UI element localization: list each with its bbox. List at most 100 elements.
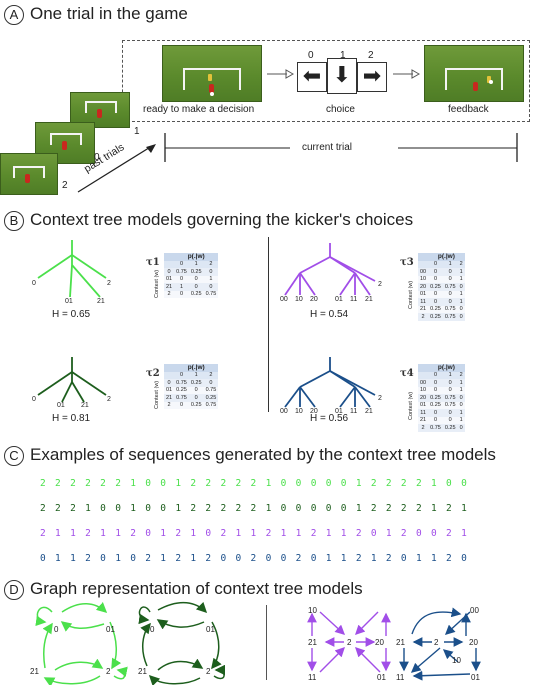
context-cell: 11: [418, 298, 429, 306]
probability-cell: 0.75: [442, 283, 458, 291]
context-cell: 21: [418, 416, 429, 424]
column-label: 0: [428, 371, 443, 379]
flow-arrow-1: [267, 69, 295, 79]
section-d-title: Graph representation of context tree mod…: [30, 579, 363, 598]
g1-node-2: 2: [106, 667, 111, 676]
t3-leaf-20: 20: [310, 296, 318, 303]
column-label: 0: [174, 371, 189, 379]
probability-cell: 0: [174, 290, 189, 298]
probability-cell: 0: [428, 290, 443, 298]
probability-cell: 0.75: [203, 386, 219, 394]
feedback-label: feedback: [448, 104, 489, 115]
context-cell: 01: [418, 290, 429, 298]
g4-node-11: 11: [396, 673, 405, 682]
probability-cell: 0.75: [174, 379, 189, 387]
context-cell: 01: [418, 401, 429, 409]
context-axis-label: Context (w): [408, 392, 414, 421]
g3-node-10: 10: [308, 606, 317, 615]
section-b-title: Context tree models governing the kicker…: [30, 210, 414, 229]
probability-cell: 0: [442, 275, 458, 283]
context-cell: 20: [418, 283, 429, 291]
column-label: 0: [174, 260, 189, 268]
probability-cell: 0: [457, 305, 465, 313]
t1-leaf-21: 21: [97, 298, 105, 305]
probability-cell: 0: [457, 394, 465, 402]
probability-cell: 0: [442, 268, 458, 276]
probability-cell: 0: [442, 386, 458, 394]
section-c-badge: C: [4, 446, 24, 466]
entropy-tau2: H = 0.81: [52, 413, 91, 424]
column-label: 1: [188, 371, 204, 379]
probability-cell: 0: [442, 379, 458, 387]
probability-cell: 0.75: [203, 401, 219, 409]
context-cell: 2: [418, 313, 429, 321]
current-trial-bracket: [164, 133, 518, 162]
context-cell: 2: [164, 290, 175, 298]
probability-cell: 0: [428, 416, 443, 424]
probability-cell: 0: [457, 424, 465, 432]
g3-node-01: 01: [377, 673, 386, 682]
g4-node-21: 21: [396, 638, 405, 647]
choice-number-1: 1: [340, 50, 346, 61]
column-label: 1: [188, 260, 204, 268]
graph-representations: [35, 601, 481, 685]
choice-number-0: 0: [308, 50, 314, 61]
probability-cell: 0: [203, 379, 219, 387]
probability-cell: 0: [442, 416, 458, 424]
section-b-divider: [268, 237, 269, 412]
t2-leaf-21: 21: [81, 402, 89, 409]
probability-cell: 0: [428, 386, 443, 394]
probability-cell: 0.75: [174, 268, 189, 276]
context-trees: [37, 240, 376, 408]
g4-node-2: 2: [434, 638, 439, 647]
column-label: 2: [457, 371, 465, 379]
probability-cell: 0.25: [203, 394, 219, 402]
tau-label-4: τ4: [400, 368, 414, 379]
probability-cell: 0.25: [188, 290, 204, 298]
g3-node-20: 20: [375, 638, 384, 647]
ready-screen: [162, 45, 262, 102]
t3-leaf-11: 11: [350, 296, 358, 303]
probability-cell: 0: [174, 401, 189, 409]
choice-number-2: 2: [368, 50, 374, 61]
t2-leaf-2: 2: [107, 396, 111, 403]
section-d-divider: [266, 605, 267, 680]
section-b-badge: B: [4, 211, 24, 231]
probability-cell: 0: [442, 409, 458, 417]
past-trial-number-2: 0: [94, 152, 100, 163]
probability-cell: 0: [428, 298, 443, 306]
context-cell: 00: [418, 379, 429, 387]
probability-cell: 0: [188, 386, 204, 394]
g2-node-0: 0: [150, 625, 155, 634]
probability-cell: 0.75: [428, 424, 443, 432]
t3-leaf-01: 01: [335, 296, 343, 303]
table-header: p(.|w): [174, 364, 219, 372]
t3-leaf-2: 2: [378, 281, 382, 288]
sequence-tau4: 0 1 1 2 0 1 0 2 1 2 1 2 0 0 2 0 0 2 0 1 …: [40, 553, 469, 564]
probability-cell: 0: [203, 283, 219, 291]
column-label: 0: [428, 260, 443, 268]
probability-cell: 0: [457, 313, 465, 321]
context-cell: 11: [418, 409, 429, 417]
g3-node-21: 21: [308, 638, 317, 647]
context-axis-label: Context (w): [154, 269, 160, 298]
context-cell: 21: [418, 305, 429, 313]
past-trial-screen-3: [0, 153, 58, 195]
probability-cell: 0: [174, 275, 189, 283]
probability-cell: 0: [457, 283, 465, 291]
context-axis-label: Context (w): [408, 281, 414, 310]
